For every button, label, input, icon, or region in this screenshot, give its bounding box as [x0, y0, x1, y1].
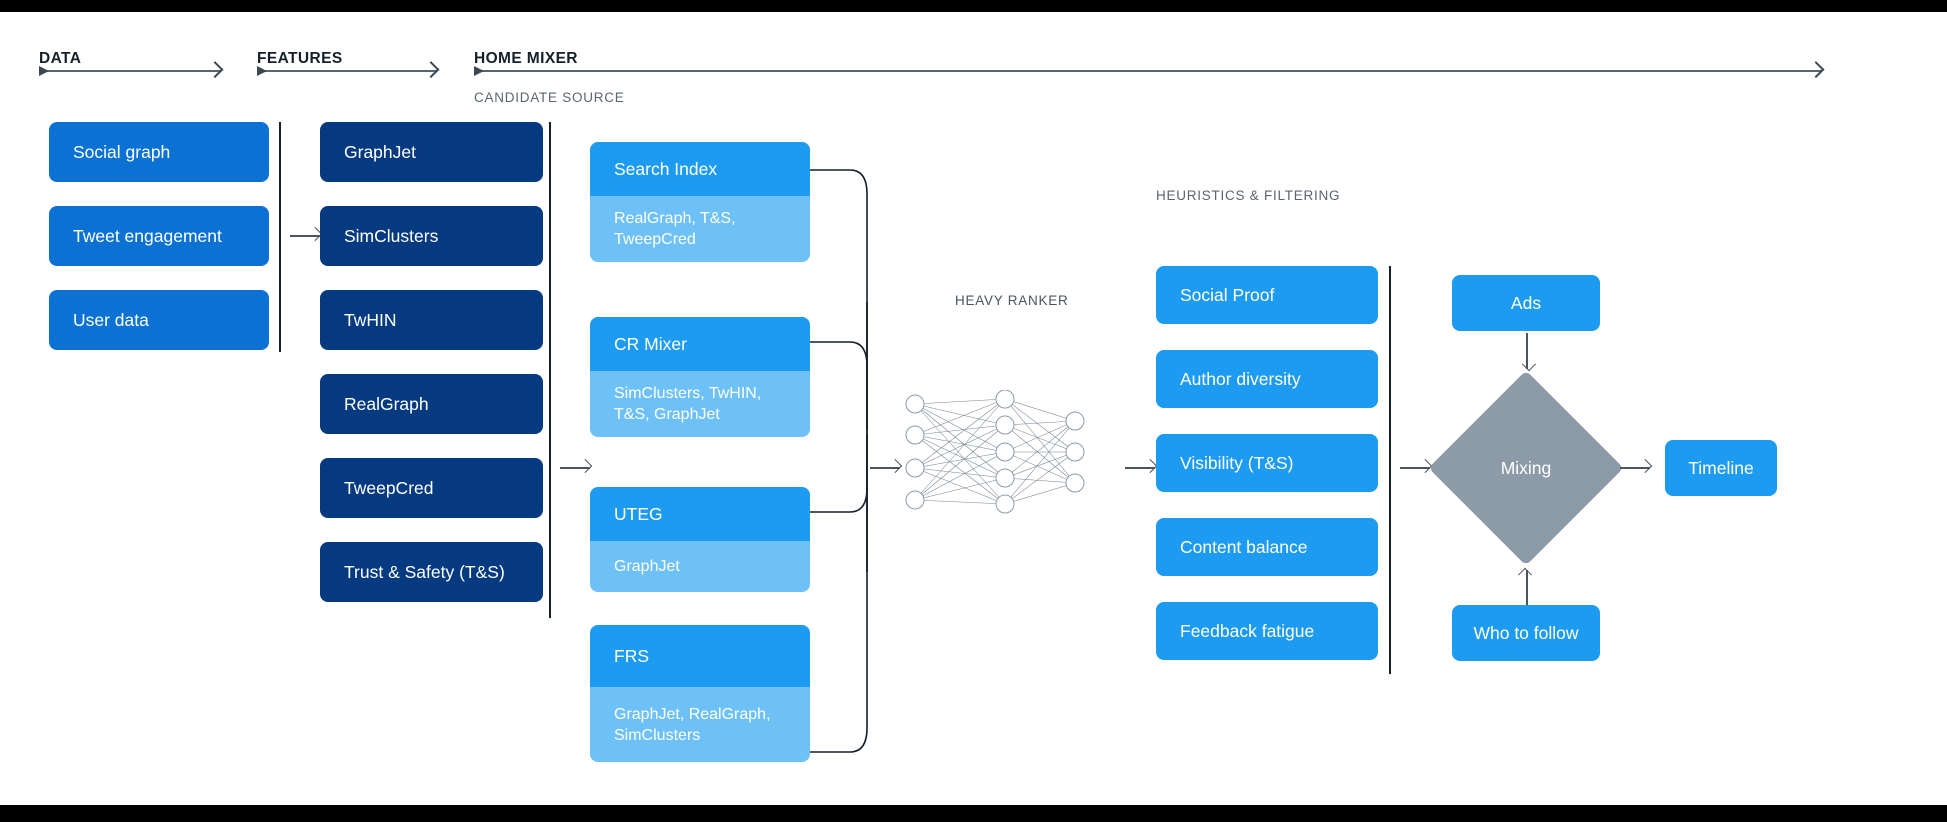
feature-box-label: Trust & Safety (T&S) [344, 561, 505, 582]
outcome-box-label: Timeline [1688, 457, 1754, 478]
outcome-box-timeline[interactable]: Timeline [1665, 440, 1777, 496]
divider-features-candidates [549, 122, 551, 618]
outcome-box-ads[interactable]: Ads [1452, 275, 1600, 331]
heuristic-box-content-balance[interactable]: Content balance [1156, 518, 1378, 576]
feature-box-label: RealGraph [344, 393, 429, 414]
feature-box-simclusters[interactable]: SimClusters [320, 206, 543, 266]
data-box-user-data[interactable]: User data [49, 290, 269, 350]
mixing-label: Mixing [1500, 458, 1552, 478]
data-box-social-graph[interactable]: Social graph [49, 122, 269, 182]
feature-box-label: TweepCred [344, 477, 434, 498]
candidate-source-frs[interactable]: FRS GraphJet, RealGraph, SimClusters [590, 625, 810, 762]
candidate-source-features: GraphJet, RealGraph, SimClusters [590, 687, 810, 762]
outcome-box-label: Who to follow [1473, 622, 1579, 643]
candidate-source-title: CR Mixer [590, 317, 810, 371]
heuristic-box-label: Visibility (T&S) [1180, 452, 1294, 473]
arrow-heavy-ranker-to-heuristics [1125, 467, 1155, 469]
feature-box-graphjet[interactable]: GraphJet [320, 122, 543, 182]
heuristic-box-label: Author diversity [1180, 368, 1301, 389]
candidate-source-title: FRS [590, 625, 810, 687]
candidate-source-features: SimClusters, TwHIN, T&S, GraphJet [590, 371, 810, 437]
section-rule-features [257, 66, 436, 76]
diagram-stage: DATA FEATURES HOME MIXER CANDIDATE SOURC… [0, 12, 1947, 805]
heuristic-box-feedback-fatigue[interactable]: Feedback fatigue [1156, 602, 1378, 660]
heavy-ranker-neural-network [905, 390, 1085, 514]
heuristic-box-label: Social Proof [1180, 284, 1275, 305]
heuristic-box-visibility[interactable]: Visibility (T&S) [1156, 434, 1378, 492]
candidate-source-merge-bracket [810, 169, 868, 753]
arrow-features-to-candidates [560, 467, 590, 469]
heavy-ranker-label: HEAVY RANKER [955, 293, 1069, 308]
candidate-source-features: GraphJet [590, 541, 810, 592]
arrow-heuristics-to-mixing [1400, 467, 1430, 469]
candidate-source-features: RealGraph, T&S, TweepCred [590, 196, 810, 262]
outcome-box-who-to-follow[interactable]: Who to follow [1452, 605, 1600, 661]
heuristic-box-author-diversity[interactable]: Author diversity [1156, 350, 1378, 408]
section-header-features: FEATURES [257, 50, 343, 67]
data-box-tweet-engagement[interactable]: Tweet engagement [49, 206, 269, 266]
divider-data-features [279, 122, 281, 352]
feature-box-realgraph[interactable]: RealGraph [320, 374, 543, 434]
section-rule-home-mixer [474, 66, 1821, 76]
feature-box-label: TwHIN [344, 309, 397, 330]
heuristic-box-social-proof[interactable]: Social Proof [1156, 266, 1378, 324]
subsection-header-candidate-source: CANDIDATE SOURCE [474, 90, 625, 105]
arrow-mixing-to-timeline [1620, 467, 1650, 469]
candidate-source-title: Search Index [590, 142, 810, 196]
candidate-source-uteg[interactable]: UTEG GraphJet [590, 487, 810, 592]
outcome-box-label: Ads [1510, 292, 1542, 313]
section-header-home-mixer: HOME MIXER [474, 50, 578, 67]
heuristic-box-label: Content balance [1180, 536, 1308, 557]
feature-box-label: GraphJet [344, 141, 416, 162]
divider-heuristics-mixing [1389, 266, 1391, 674]
arrow-ads-to-mixing [1526, 333, 1528, 369]
candidate-source-title: UTEG [590, 487, 810, 541]
arrow-candidates-to-heavy-ranker [870, 467, 900, 469]
feature-box-tweepcred[interactable]: TweepCred [320, 458, 543, 518]
candidate-source-cr-mixer[interactable]: CR Mixer SimClusters, TwHIN, T&S, GraphJ… [590, 317, 810, 437]
section-header-data: DATA [39, 50, 82, 67]
feature-box-twhin[interactable]: TwHIN [320, 290, 543, 350]
feature-box-trust-safety[interactable]: Trust & Safety (T&S) [320, 542, 543, 602]
subsection-header-heuristics: HEURISTICS & FILTERING [1156, 188, 1341, 203]
candidate-source-search-index[interactable]: Search Index RealGraph, T&S, TweepCred [590, 142, 810, 262]
feature-box-label: SimClusters [344, 225, 439, 246]
heuristic-box-label: Feedback fatigue [1180, 620, 1315, 641]
data-box-label: Tweet engagement [73, 225, 222, 246]
data-box-label: Social graph [73, 141, 171, 162]
arrow-who-to-follow-to-mixing [1526, 570, 1528, 606]
arrow-data-to-features [290, 235, 320, 237]
data-box-label: User data [73, 309, 149, 330]
section-rule-data [39, 66, 220, 76]
